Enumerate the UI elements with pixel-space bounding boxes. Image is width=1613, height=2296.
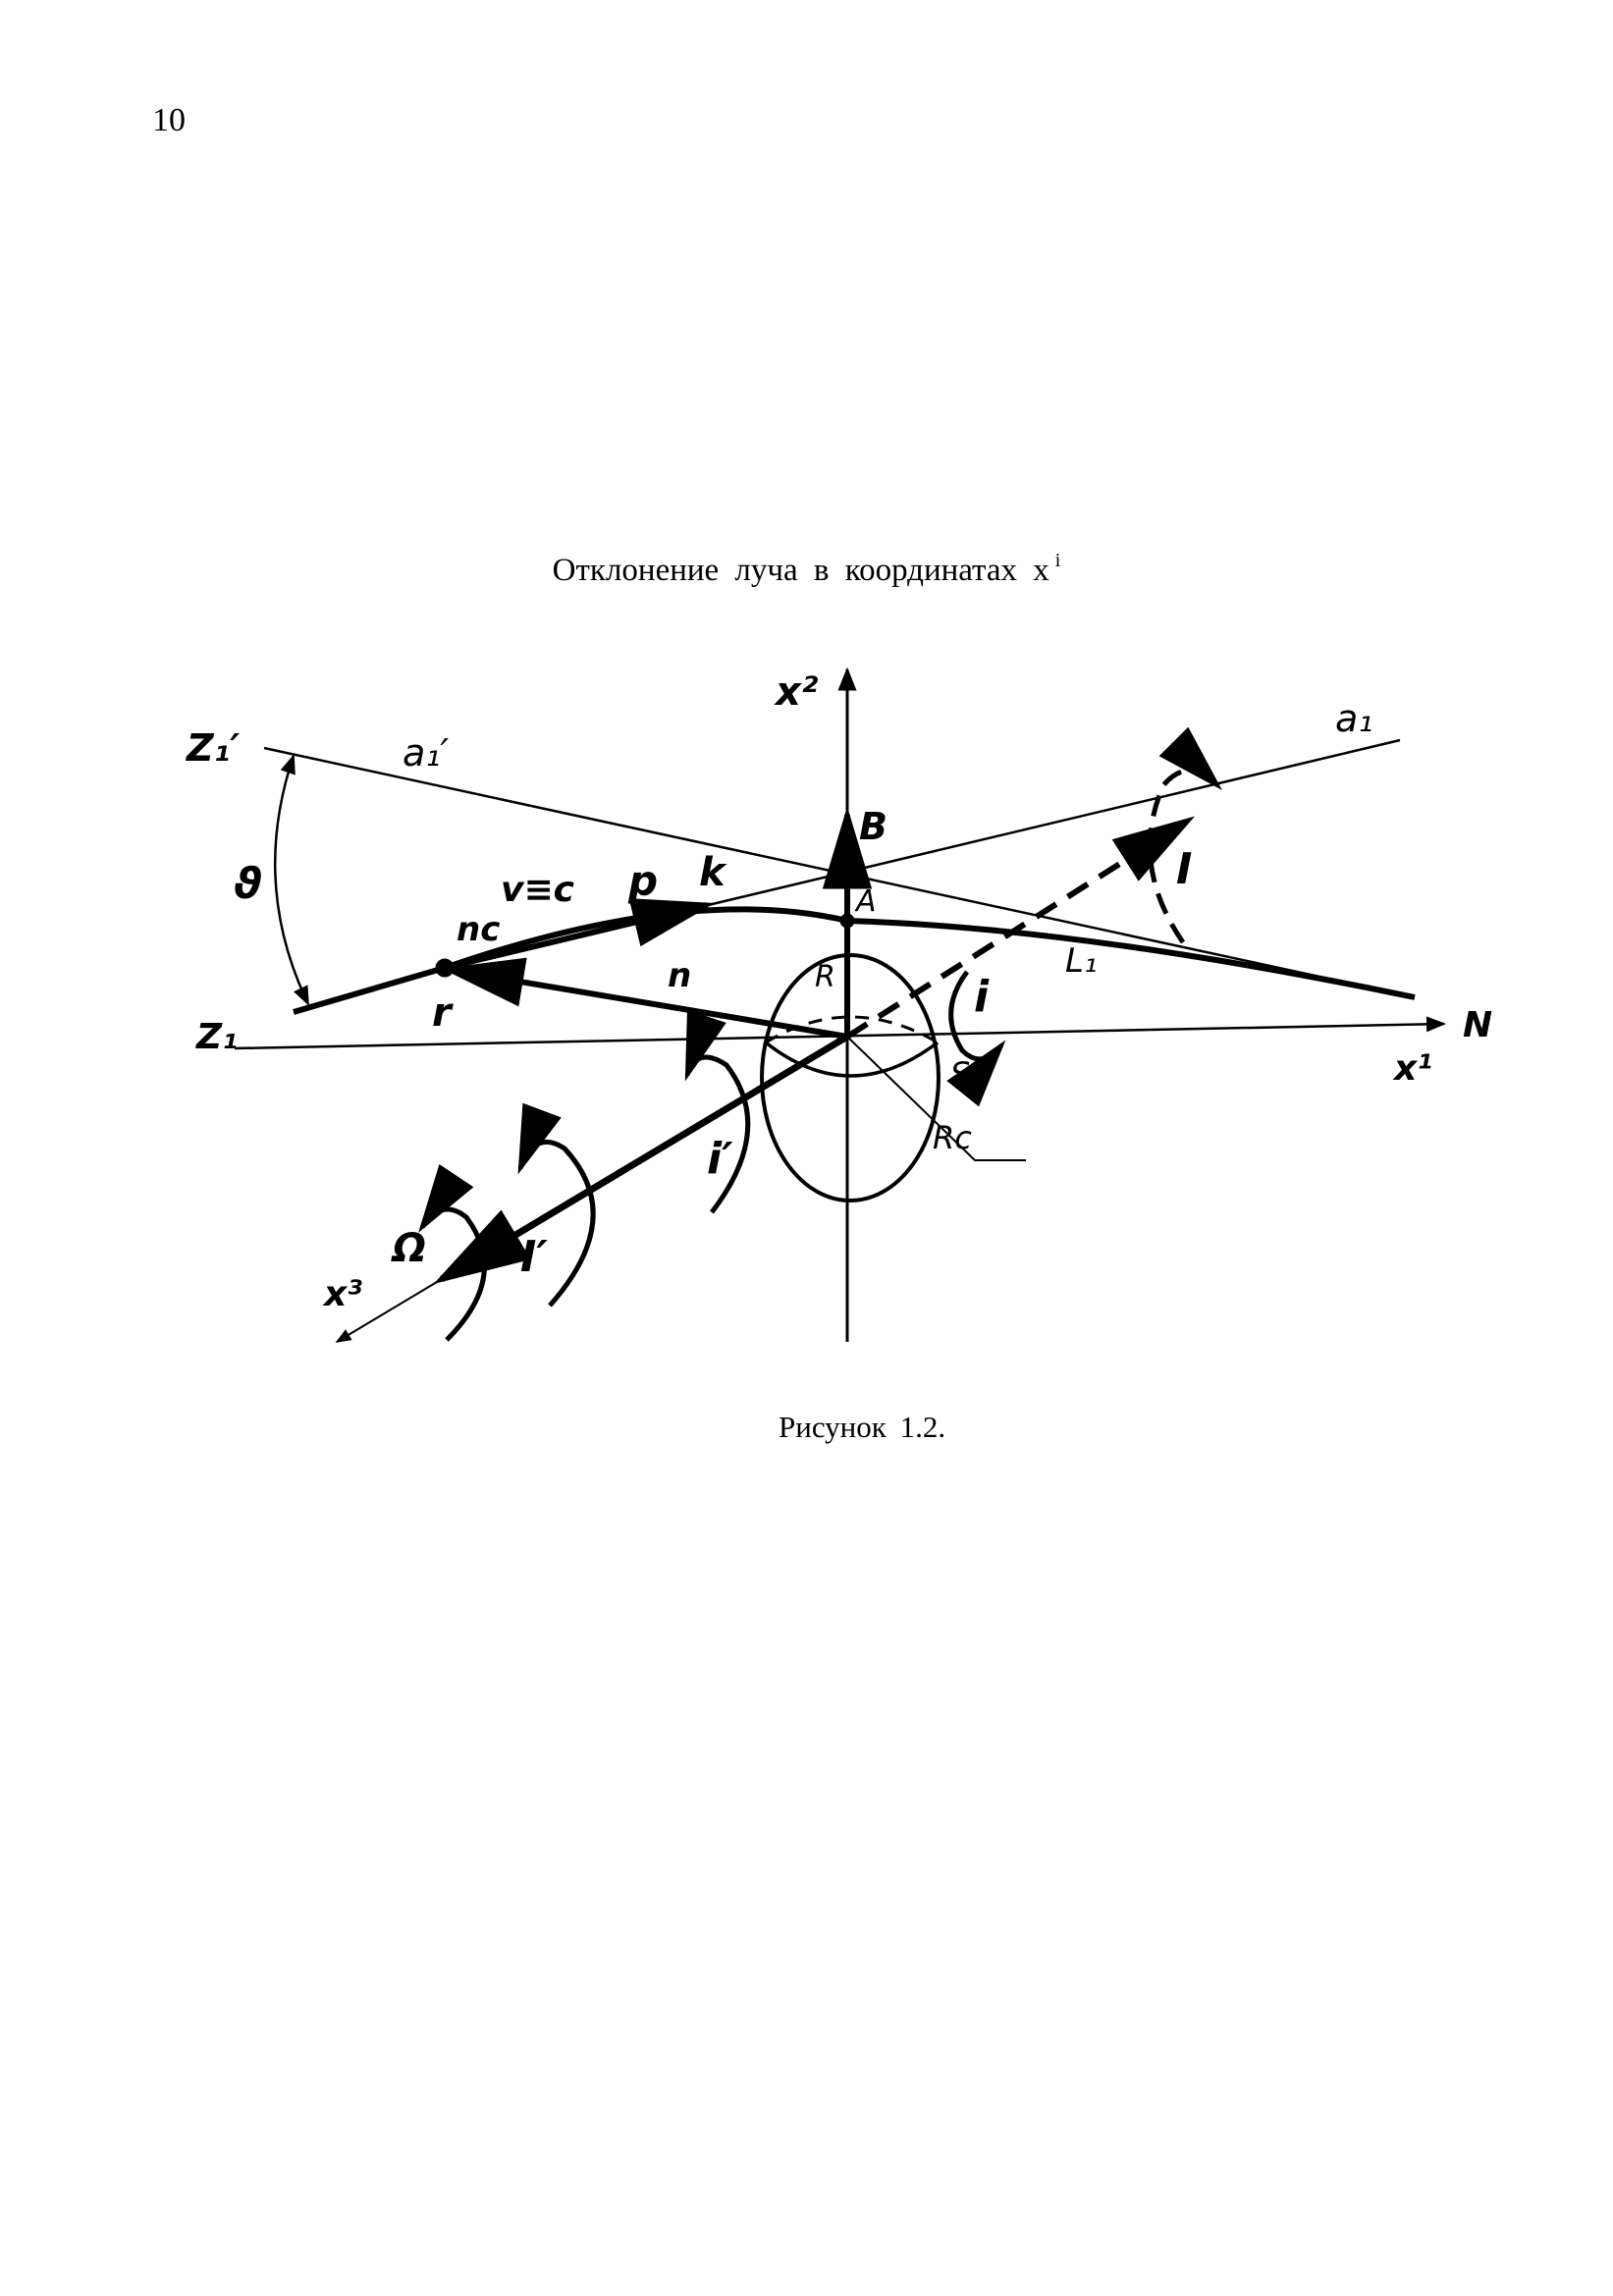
label-B: B xyxy=(859,805,887,848)
figure-title-superscript: i xyxy=(1054,550,1061,571)
label-i: i xyxy=(974,972,990,1022)
label-Z1: Z₁ xyxy=(195,1017,238,1057)
label-k: k xyxy=(699,850,727,895)
label-A: A xyxy=(854,884,877,919)
n-vector xyxy=(441,957,848,1040)
x3-thick-vector xyxy=(433,1033,849,1285)
rotation-arc-i xyxy=(946,970,1006,1107)
label-x1: x¹ xyxy=(1392,1048,1432,1089)
point-r xyxy=(435,958,455,978)
label-N: N xyxy=(1463,1005,1492,1045)
figure-title-text: Отклонение луча в координатах x xyxy=(552,553,1049,588)
figure-caption: Рисунок 1.2. xyxy=(779,1410,946,1444)
label-n: n xyxy=(668,956,691,995)
theta-angle-arc xyxy=(273,754,310,1006)
label-R: R xyxy=(815,960,835,994)
label-L1: L₁ xyxy=(1065,941,1098,981)
rotation-arc-i-prime xyxy=(684,1009,751,1214)
label-n-c: nc xyxy=(457,910,500,949)
label-v-eq-c: v≡c xyxy=(501,870,574,910)
label-theta: ϑ xyxy=(234,859,262,909)
label-Z1-prime: Z₁′ xyxy=(186,726,240,770)
incoming-ray xyxy=(293,965,446,1015)
central-body-circle xyxy=(760,953,941,1202)
Rc-leader xyxy=(846,1036,1026,1161)
label-a1: a₁ xyxy=(1335,697,1373,740)
label-Omega: Ω xyxy=(391,1226,426,1271)
label-i-prime: i′ xyxy=(707,1134,733,1184)
dashed-I-vector xyxy=(845,816,1196,1040)
label-r: r xyxy=(432,990,454,1036)
deflected-ray-curve xyxy=(444,906,1416,1000)
point-A xyxy=(839,913,855,929)
label-x2: x² xyxy=(774,669,819,715)
equator-dashed-arc xyxy=(765,1015,939,1044)
equator-arc xyxy=(764,1041,940,1078)
rotation-arc-I-prime xyxy=(517,1102,596,1308)
label-I: I xyxy=(1176,844,1192,894)
label-Rc: Rc xyxy=(933,1119,972,1156)
label-x3: x³ xyxy=(322,1274,362,1314)
k-vector xyxy=(444,898,716,971)
rotation-arc-I xyxy=(1147,726,1222,944)
label-S: S xyxy=(950,1055,970,1093)
rotation-arc-Omega xyxy=(418,1163,487,1342)
label-a1-prime: a₁′ xyxy=(403,731,450,774)
label-p: p xyxy=(627,857,658,905)
page-number: 10 xyxy=(152,102,186,138)
label-I-prime: I′ xyxy=(520,1232,548,1282)
